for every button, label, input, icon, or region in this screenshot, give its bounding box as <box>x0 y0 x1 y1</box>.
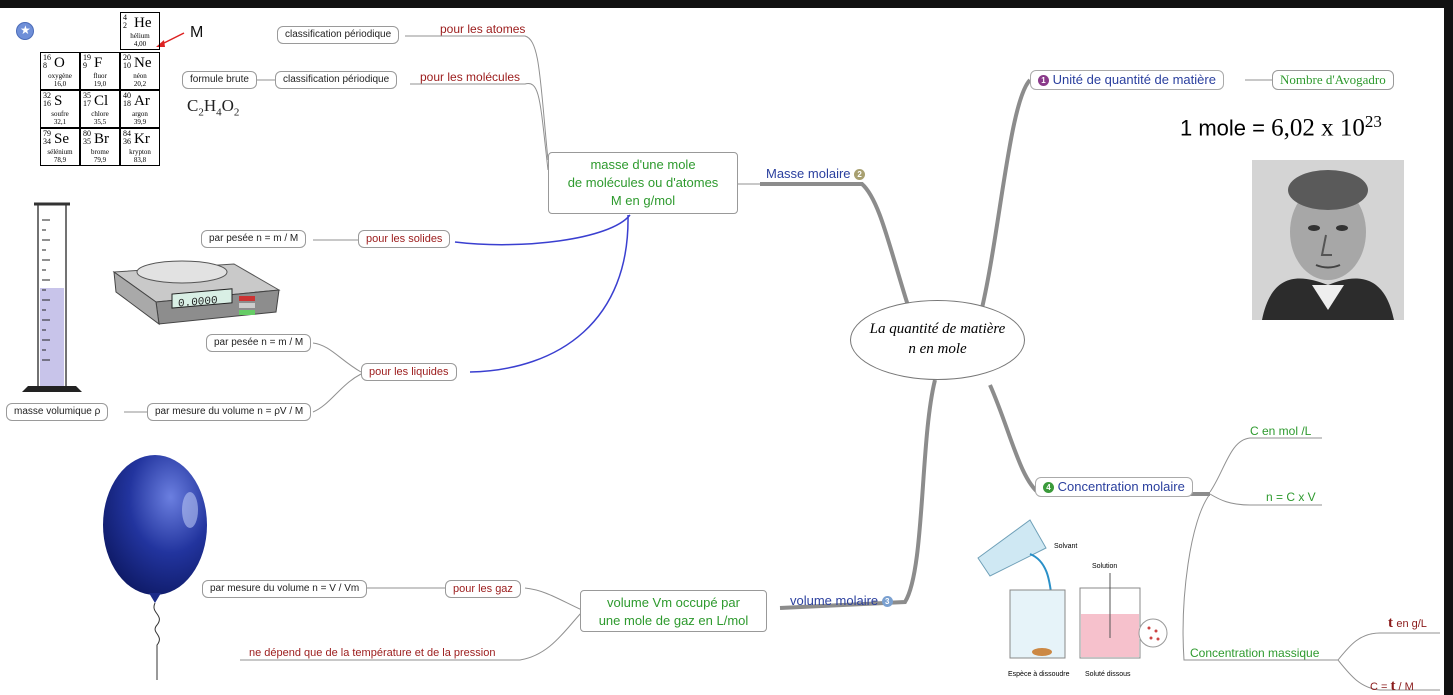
node-pesee-solides[interactable]: par pesée n = m / M <box>201 230 307 248</box>
number-2-icon: 2 <box>854 169 866 181</box>
label-solvant: Solvant <box>1054 543 1077 550</box>
node-concentration-massique[interactable]: Concentration massique <box>1190 646 1320 660</box>
molar-mass-symbol: M <box>190 24 204 41</box>
node-classification-atomes[interactable]: classification périodique <box>277 26 400 44</box>
branch-volume-molaire-line <box>779 379 937 610</box>
number-4-icon: 4 <box>1043 482 1054 494</box>
number-3-icon: 3 <box>881 596 893 608</box>
balance-display: 0.0000 <box>178 295 218 310</box>
branch-volume-molaire[interactable]: volume molaire 3 <box>790 593 893 608</box>
node-masse-volumique[interactable]: masse volumique ρ <box>6 403 109 421</box>
branch-masse-molaire[interactable]: Masse molaire 2 <box>766 166 866 181</box>
node-nombre-avogadro[interactable]: Nombre d'Avogadro <box>1272 70 1394 90</box>
avogadro-portrait-image <box>1252 160 1404 320</box>
top-border <box>0 0 1453 8</box>
node-pour-les-atomes[interactable]: pour les atomes <box>440 22 526 36</box>
right-scrollbar[interactable] <box>1444 8 1453 695</box>
node-pesee-liquides[interactable]: par pesée n = m / M <box>206 334 312 352</box>
branch-masse-molaire-line <box>760 182 912 313</box>
branch-unite-line <box>980 78 1032 309</box>
node-c-t-m[interactable]: C = t / M <box>1370 678 1414 694</box>
node-pour-les-gaz[interactable]: pour les gaz <box>445 580 521 598</box>
node-c-mol-l[interactable]: C en mol /L <box>1250 424 1312 438</box>
node-mesure-volume-liquides[interactable]: par mesure du volume n = ρV / M <box>147 403 312 421</box>
node-classification-molecules[interactable]: classification périodique <box>275 71 398 89</box>
node-t-g-l[interactable]: t en g/L <box>1388 615 1427 631</box>
label-solution: Solution <box>1092 563 1117 570</box>
node-pour-les-molecules[interactable]: pour les molécules <box>420 70 521 84</box>
node-n-cv[interactable]: n = C x V <box>1266 490 1316 504</box>
node-temperature-pression[interactable]: ne dépend que de la température et de la… <box>249 647 496 659</box>
element-he-mass: 4,00 <box>133 40 147 48</box>
dissolution-image: Solvant Solution Espèce à dissoudre Solu… <box>977 519 1168 678</box>
graduated-cylinder-image <box>22 202 82 392</box>
label-espece: Espèce à dissoudre <box>1008 671 1070 678</box>
element-he-symbol: He <box>134 15 152 31</box>
label-solute: Soluté dissous <box>1085 671 1131 678</box>
balance-image: 0.0000 <box>112 260 281 326</box>
mindmap-icon[interactable]: ★ <box>16 22 34 40</box>
element-he-name: hélium <box>130 32 150 40</box>
avogadro-formula: 1 mole = 6,02 x 1023 <box>1180 112 1382 142</box>
number-1-icon: 1 <box>1038 75 1049 87</box>
node-pour-les-liquides[interactable]: pour les liquides <box>361 363 457 381</box>
node-formule-brute[interactable]: formule brute <box>182 71 257 89</box>
branch-unite[interactable]: 1 Unité de quantité de matière <box>1030 70 1224 90</box>
node-pour-les-solides[interactable]: pour les solides <box>358 230 451 248</box>
balloon-image <box>103 455 207 680</box>
formula-c2h4o2: C2H4O2 <box>187 96 240 119</box>
star-icon: ★ <box>20 23 31 37</box>
node-mesure-volume-gaz[interactable]: par mesure du volume n = V / Vm <box>202 580 368 598</box>
branch-concentration-molaire[interactable]: 4 Concentration molaire <box>1035 477 1193 497</box>
